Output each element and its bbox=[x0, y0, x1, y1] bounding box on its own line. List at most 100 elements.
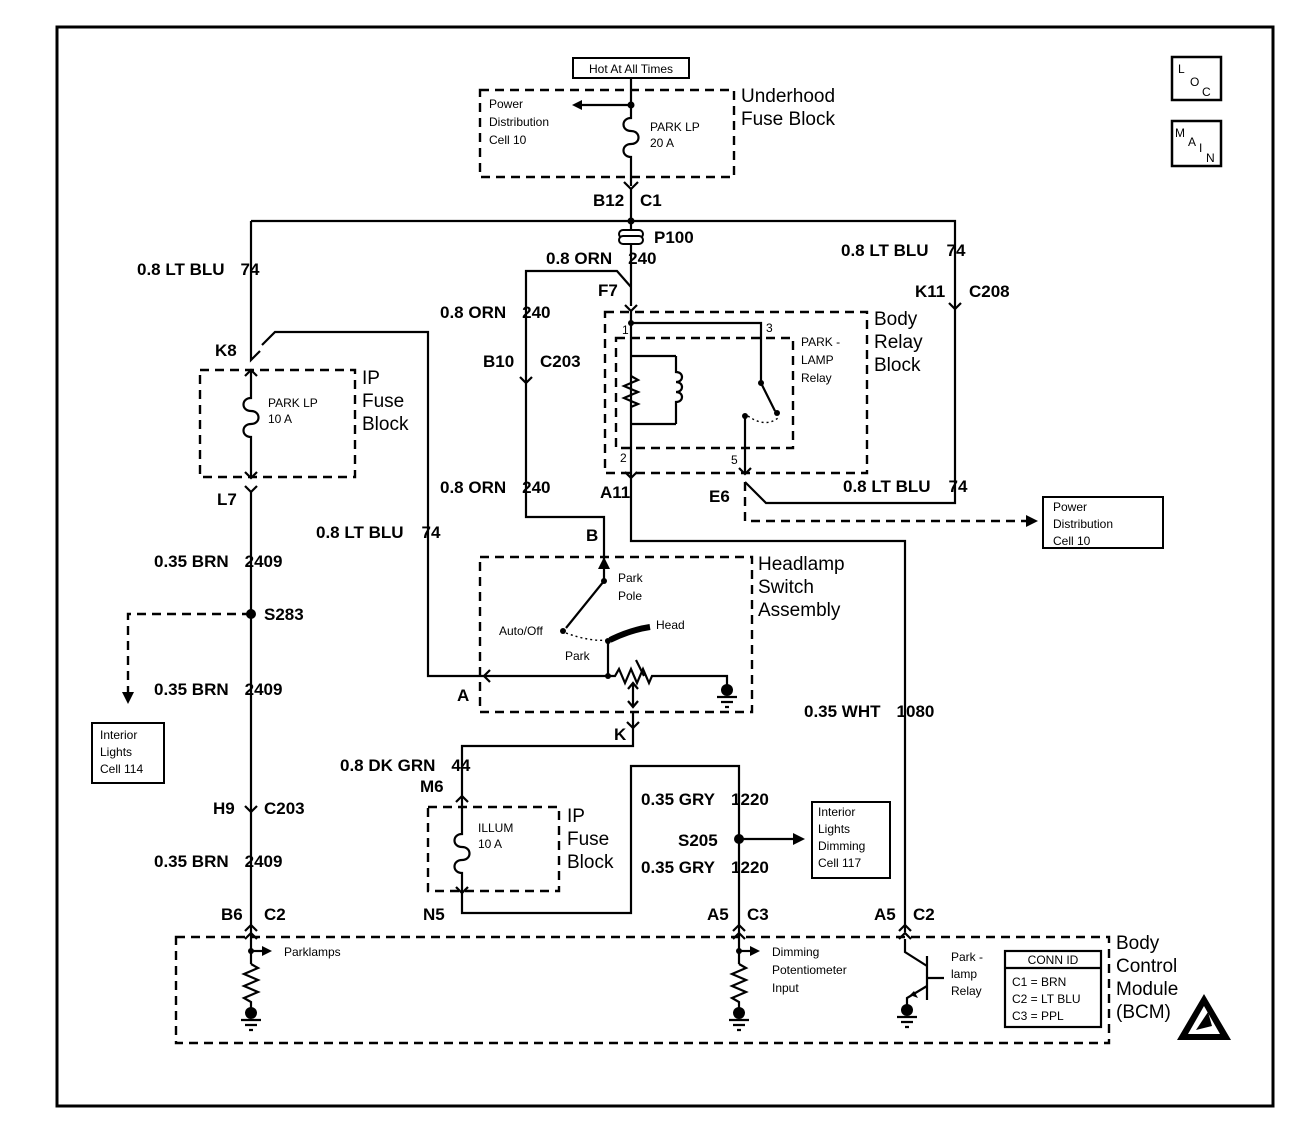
label-line: (BCM) bbox=[1116, 1002, 1171, 1023]
conn-id-table bbox=[1003, 949, 1103, 1029]
splice-relay bbox=[628, 320, 634, 326]
label-line: Body bbox=[1116, 933, 1160, 954]
loc-o: O bbox=[1190, 75, 1199, 89]
pin-b: B bbox=[586, 526, 598, 545]
label-line: Interior bbox=[818, 805, 855, 819]
headlamp-switch-outline bbox=[478, 555, 754, 714]
rheostat-icon bbox=[608, 666, 729, 686]
label-line: Control bbox=[1116, 956, 1177, 977]
esd-warning-icon bbox=[1177, 994, 1231, 1040]
label-line: 10 A bbox=[268, 412, 292, 426]
fuse-park-lp-20a-icon bbox=[622, 105, 640, 186]
label-line: Pole bbox=[618, 589, 642, 603]
arrow-right-dim-icon bbox=[793, 833, 805, 845]
dimming-reference-box[interactable] bbox=[811, 801, 891, 879]
pin-k: K bbox=[614, 725, 627, 744]
label-line: 10 A bbox=[478, 837, 502, 851]
loc-l: L bbox=[1178, 62, 1185, 76]
pin-a: A bbox=[457, 686, 469, 705]
label-line: Power bbox=[489, 97, 523, 111]
pin-p100: P100 bbox=[654, 228, 694, 247]
pin-s283: S283 bbox=[264, 605, 304, 624]
label-line: PARK LP bbox=[650, 120, 700, 134]
label-line: Dimming bbox=[818, 839, 865, 853]
bcm-parklamps-label: Parklamps bbox=[284, 945, 341, 959]
pdc-right-reference-box[interactable] bbox=[1042, 496, 1164, 549]
loc-badge[interactable]: L O C bbox=[1170, 55, 1223, 102]
pin-b12: B12 bbox=[593, 191, 624, 210]
label-line: PARK - bbox=[801, 335, 840, 349]
label-line: Cell 10 bbox=[489, 133, 527, 147]
ip-fuse-block-2-outline bbox=[426, 805, 561, 893]
label-line: Relay bbox=[801, 371, 832, 385]
arrow-up-icon bbox=[598, 557, 610, 569]
pin-n5: N5 bbox=[423, 905, 445, 924]
bcm-transistor-icon bbox=[903, 939, 944, 1005]
label-line: Lights bbox=[100, 745, 132, 759]
park-lp-10a-fuse-label: PARK LP 10 A bbox=[268, 396, 318, 426]
relay-pin-2: 2 bbox=[620, 451, 627, 465]
relay-coil-icon bbox=[674, 356, 684, 424]
arrow-left-icon bbox=[572, 100, 582, 110]
arrow-down-icon bbox=[122, 692, 134, 704]
underhood-fuse-block-outline bbox=[478, 88, 736, 179]
fuse-park-lp-10a-icon bbox=[242, 370, 260, 478]
label-line: PARK LP bbox=[268, 396, 318, 410]
interior-lights-reference-box[interactable] bbox=[91, 722, 165, 784]
pin-a5b: A5 bbox=[874, 905, 896, 924]
pin-a11: A11 bbox=[600, 483, 630, 502]
label-line: Lights bbox=[818, 822, 850, 836]
switch-head-label: Head bbox=[656, 618, 685, 632]
pin-c2b: C2 bbox=[913, 905, 935, 924]
bcm-dimming-resistor-icon bbox=[729, 963, 749, 1010]
label-line: Block bbox=[362, 414, 409, 435]
label-line: Cell 114 bbox=[100, 762, 143, 776]
label-line: lamp bbox=[951, 967, 977, 981]
label-line: Assembly bbox=[758, 600, 841, 621]
relay-pin-5: 5 bbox=[731, 453, 738, 467]
bcm-parklamps-resistor-icon bbox=[241, 963, 261, 1010]
conn-id-c1: C1 = BRN bbox=[1012, 975, 1066, 989]
label-line: Relay bbox=[874, 332, 923, 353]
label-line: Power bbox=[1053, 500, 1087, 514]
switch-park-label: Park bbox=[565, 649, 591, 663]
label-line: Distribution bbox=[1053, 517, 1113, 531]
pin-e6: E6 bbox=[709, 487, 730, 506]
relay-pin-3: 3 bbox=[766, 321, 773, 335]
main-badge[interactable]: M A I N bbox=[1170, 119, 1223, 168]
pin-a5a: A5 bbox=[707, 905, 729, 924]
pin-s205: S205 bbox=[678, 831, 718, 850]
ground-bcm-3-icon bbox=[901, 1004, 913, 1016]
pin-f7: F7 bbox=[598, 281, 618, 300]
label-line: Fuse Block bbox=[741, 109, 835, 130]
ground-switch-icon bbox=[721, 684, 733, 696]
label-line: Switch bbox=[758, 577, 814, 598]
label-line: Dimming bbox=[772, 945, 819, 959]
label-line: ILLUM bbox=[478, 821, 513, 835]
label-line: Block bbox=[567, 852, 614, 873]
pin-c208: C208 bbox=[969, 282, 1010, 301]
label-line: Block bbox=[874, 355, 921, 376]
main-i: I bbox=[1199, 141, 1202, 155]
